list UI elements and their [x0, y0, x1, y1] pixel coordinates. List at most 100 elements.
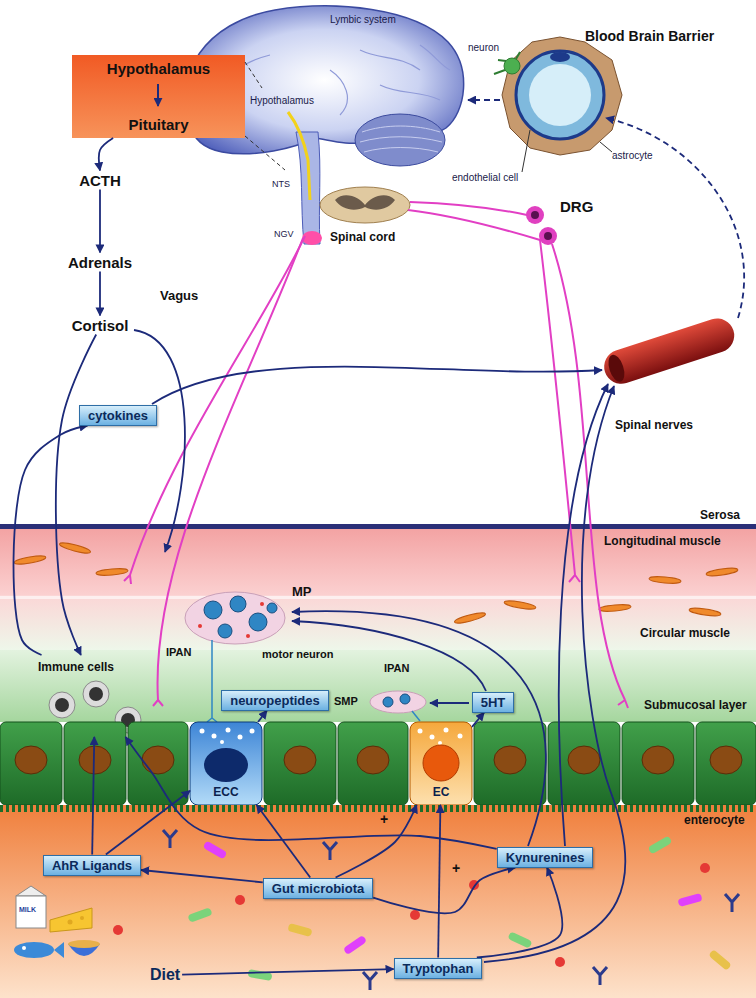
epithelium-part: [710, 746, 742, 774]
epithelium-part: [338, 722, 408, 805]
enteric-ganglion-part: [267, 603, 277, 613]
region-label: NTS: [272, 179, 290, 190]
bacterium-part: [725, 894, 739, 912]
pathway-arrow-part: [292, 611, 546, 846]
cell-label: endothelial cell: [452, 172, 518, 184]
node-text: Tryptophan: [403, 961, 474, 976]
epithelium-part: [0, 722, 62, 805]
bacterium-part: [593, 967, 607, 985]
smooth-muscle-cell-part: [599, 604, 631, 613]
layer-label: Circular muscle: [640, 626, 730, 640]
enteroendocrine-cell-part: [410, 722, 472, 805]
bacterium-part: [163, 830, 177, 848]
flow-arrow: [336, 805, 417, 878]
cell-label: enterocyte: [684, 813, 745, 827]
spinal-cord-section-part: [320, 187, 410, 223]
structure-label: Spinal cord: [330, 230, 395, 244]
pathway-arrow-part: [484, 386, 626, 962]
ganglion-label: DRG: [560, 198, 593, 216]
food-icons: [14, 886, 100, 958]
blood-brain-barrier-figure-part: [529, 64, 591, 126]
nerve-label: Vagus: [160, 288, 198, 304]
smooth-muscle-cell-part: [689, 607, 722, 617]
smooth-muscle-cell-part: [59, 541, 91, 555]
node-text: Gut microbiota: [272, 881, 364, 896]
blood-vessel-part: [600, 314, 739, 388]
enteric-ganglion-part: [198, 624, 202, 628]
enteroendocrine-cell-part: [418, 729, 423, 734]
region-label: Lymbic system: [330, 14, 396, 26]
epithelium-part: [128, 722, 188, 805]
node-text: neuropeptides: [230, 693, 320, 708]
enteric-ganglion-part: [218, 624, 232, 638]
bacterium-part: [708, 949, 732, 971]
gut-wall-layers-part: [0, 529, 756, 595]
cell-label: neuron: [468, 42, 499, 54]
enteroendocrine-cell-part: [438, 741, 442, 745]
region-label: NGV: [274, 229, 294, 240]
smooth-muscle-cell-part: [454, 611, 486, 625]
node-text: ACTH: [79, 172, 121, 189]
food-icons-part: [16, 896, 46, 928]
smooth-muscle-cell-part: [14, 554, 47, 565]
enterochromaffin-cell: EC: [410, 722, 472, 805]
metabolite-box: AhR Ligands: [43, 855, 141, 876]
nerve-fiber-part: [540, 240, 580, 582]
smooth-muscle-cell-part: [96, 568, 128, 577]
blood-brain-barrier-figure-part: [504, 58, 520, 74]
enteroendocrine-cell-part: [458, 734, 463, 739]
flow-arrow: [182, 969, 394, 974]
region-label: Hypothalamus: [250, 95, 314, 107]
flow-arrow: [99, 190, 101, 253]
immune-cell-part: [55, 698, 69, 712]
bacterium-part: [323, 842, 337, 860]
food-icons-part: [68, 920, 73, 925]
nerve-fiber-part: [153, 238, 303, 706]
neuron-label: IPAN: [166, 646, 191, 659]
flow-arrow: [472, 713, 484, 727]
hpa-axis-box-part: [157, 84, 159, 106]
brain-part: [360, 126, 442, 152]
gut-wall-layers-part: [0, 595, 756, 650]
flow-arrow: [56, 335, 96, 656]
nerve-fiber-part: [408, 202, 540, 240]
pathway-arrow-part: [606, 118, 744, 318]
smooth-muscle-cell-part: [649, 576, 681, 585]
node-text: Pituitary: [128, 116, 188, 133]
blood-vessel: [600, 314, 739, 388]
node-text: Immune cells: [38, 660, 152, 674]
enteroendocrine-cell-part: [220, 740, 224, 744]
cell-label: astrocyte: [612, 150, 653, 162]
pathway-arrow-part: [134, 330, 185, 552]
layer-label: Longitudinal muscle: [604, 534, 721, 548]
immune-cell-part: [49, 692, 75, 718]
epithelium-part: [79, 746, 111, 774]
epithelium-part: [642, 746, 674, 774]
flow-arrow: [141, 870, 263, 882]
layer-label: Serosa: [700, 508, 740, 522]
epithelium-part: [15, 746, 47, 774]
bacterium-part: [648, 836, 673, 855]
gut-lumen-part: [0, 805, 756, 812]
epithelium-part: [284, 746, 316, 774]
food-icons-part: [54, 942, 64, 958]
enteric-ganglion-part: [230, 596, 246, 612]
food-icons-part: [22, 946, 26, 950]
plexus-label: SMP: [334, 695, 358, 708]
flow-arrow: [477, 868, 562, 958]
mediator-box: 5HT: [472, 692, 515, 713]
enteric-ganglion-part: [370, 691, 426, 713]
bacterium-part: [203, 841, 228, 860]
immune-cell-part: [83, 681, 109, 707]
epithelium-part: [357, 746, 389, 774]
microbiota-box: Gut microbiota: [263, 878, 373, 899]
bacterium-part: [700, 863, 710, 873]
metabolite-box: Kynurenines: [497, 847, 594, 868]
flow-arrow: [14, 426, 88, 656]
organ-label: Adrenals: [66, 253, 134, 272]
gut-wall-layers-part: [0, 524, 756, 529]
enteric-ganglion-part: [260, 602, 264, 606]
enteroendocrine-cell-part: [212, 734, 217, 739]
smooth-muscle-cell-part: [504, 599, 537, 610]
